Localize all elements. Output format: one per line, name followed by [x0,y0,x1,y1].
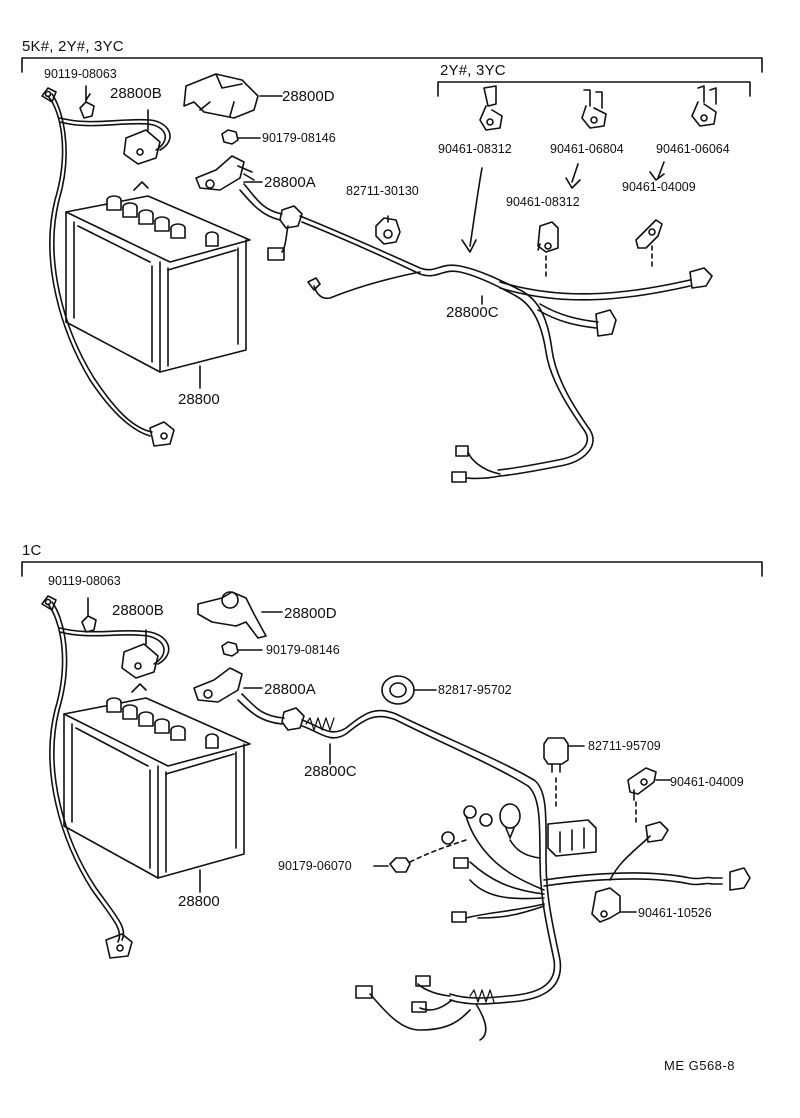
ground-terminal-bottom [105,933,133,959]
dash-leader-1 [409,839,467,863]
clamp-90461-04009-bottom [627,767,657,801]
terminal-cable-bottom [59,627,170,665]
part-label: 90119-08063 [48,574,121,588]
connector-top-left [267,247,285,261]
connector-bottom-right [729,867,751,891]
part-label: 90461-10526 [638,906,712,920]
nut-top [221,129,239,145]
part-label: 82711-95709 [588,739,661,753]
clamp-90461-10526-bottom [591,887,621,923]
connector-pack-bottom [547,819,597,857]
clip-82711-top [375,217,401,245]
part-label: 90461-04009 [670,775,744,789]
arrow-pointer-1 [469,167,483,247]
grommet-top [279,205,303,229]
part-label: 28800C [446,304,499,321]
bolt-top [79,93,95,119]
part-label: 90461-04009 [622,180,696,194]
harness-28800C-top [299,215,594,477]
connector-bottom-upper [645,821,669,843]
part-label: 82711-30130 [346,184,419,198]
lead-bundle-bottom [465,815,545,919]
part-label: 28800A [264,681,316,698]
top-section-art [21,57,763,483]
nut-bottom [221,641,239,657]
grommet-bottom [281,707,305,731]
connector-top-mid [595,309,617,337]
part-label: 90461-06064 [656,142,730,156]
branch-right-top [499,279,691,295]
clamp-28800A-top [195,155,245,191]
part-label: 28800 [178,391,220,408]
end-lug-bottom-2 [411,1001,427,1013]
end-lug-bottom-1 [415,975,431,987]
positive-cable-top [243,183,283,215]
bolt-bottom [81,615,97,633]
arrow-pointer-3 [649,161,665,181]
clamp-90461-08312-b [537,221,559,253]
ground-lug-top [41,87,57,103]
clamp-28800A-bottom [193,667,243,703]
top-section-bracket [21,57,763,73]
part-label: 28800B [110,85,162,102]
part-label: 28800A [264,174,316,191]
positive-cable-bottom [241,693,285,719]
harness-coil-bottom-2 [469,989,495,1003]
part-label: 90179-08146 [266,643,340,657]
lug-bottom-b [451,911,467,923]
harness-28800C-bottom [301,709,562,1005]
ground-cable-bottom [47,603,121,943]
clamp-90461-06064 [691,85,717,127]
part-label: 82817-95702 [438,683,512,697]
battery-bottom-caps [106,697,219,749]
part-label: 90461-06804 [550,142,624,156]
part-label: 90179-08146 [262,131,336,145]
part-label: 28800D [282,88,335,105]
nut-90179-06070-bottom [389,857,411,873]
arrow-pointer-2 [565,163,581,189]
ground-lug-bottom [41,595,57,611]
section-sublabel-top: 2Y#, 3YC [440,62,506,79]
bottom-section-bracket [21,561,763,577]
branch-right-bottom [543,872,713,881]
part-label: 90461-08312 [506,195,580,209]
section-label-top: 5K#, 2Y#, 3YC [22,38,124,55]
terminal-28800B-bottom [121,643,159,679]
cover-28800D-bottom [197,591,267,639]
lamp-bulb-bottom [499,803,521,839]
end-lug-top-1 [455,445,469,457]
lug-bottom-a [453,857,469,869]
ground-cable-top [47,95,151,437]
lug-top-left [307,277,321,291]
part-label: 90119-08063 [44,67,117,81]
cover-28800D-top [183,73,259,119]
terminal-cable-top [59,117,171,151]
connector-top-right [689,267,713,289]
part-label: 90179-06070 [278,859,352,873]
battery-top-caps [106,195,219,247]
part-label: 28800B [112,602,164,619]
part-label: 90461-08312 [438,142,512,156]
part-label: 28800C [304,763,357,780]
clamp-90461-04009-top [635,219,663,249]
clamp-90461-06804 [581,89,607,129]
diagram-code: ME G568-8 [664,1058,735,1073]
end-lug-top-2 [451,471,467,483]
bottom-section-art [21,561,763,1041]
end-lug-bottom-3 [355,985,373,999]
clamp-90461-08312-a [479,85,503,131]
part-label: 28800 [178,893,220,910]
ground-terminal-top [149,421,175,447]
harness-coil-bottom [305,717,335,731]
battery-bottom [63,683,251,879]
grommet-82817-bottom [381,675,415,705]
battery-top [65,181,251,373]
section-label-bottom: 1C [22,542,42,559]
relay-82711-bottom [543,737,569,773]
terminal-28800B-top [123,129,161,165]
part-label: 28800D [284,605,337,622]
top-sub-bracket [437,81,751,97]
